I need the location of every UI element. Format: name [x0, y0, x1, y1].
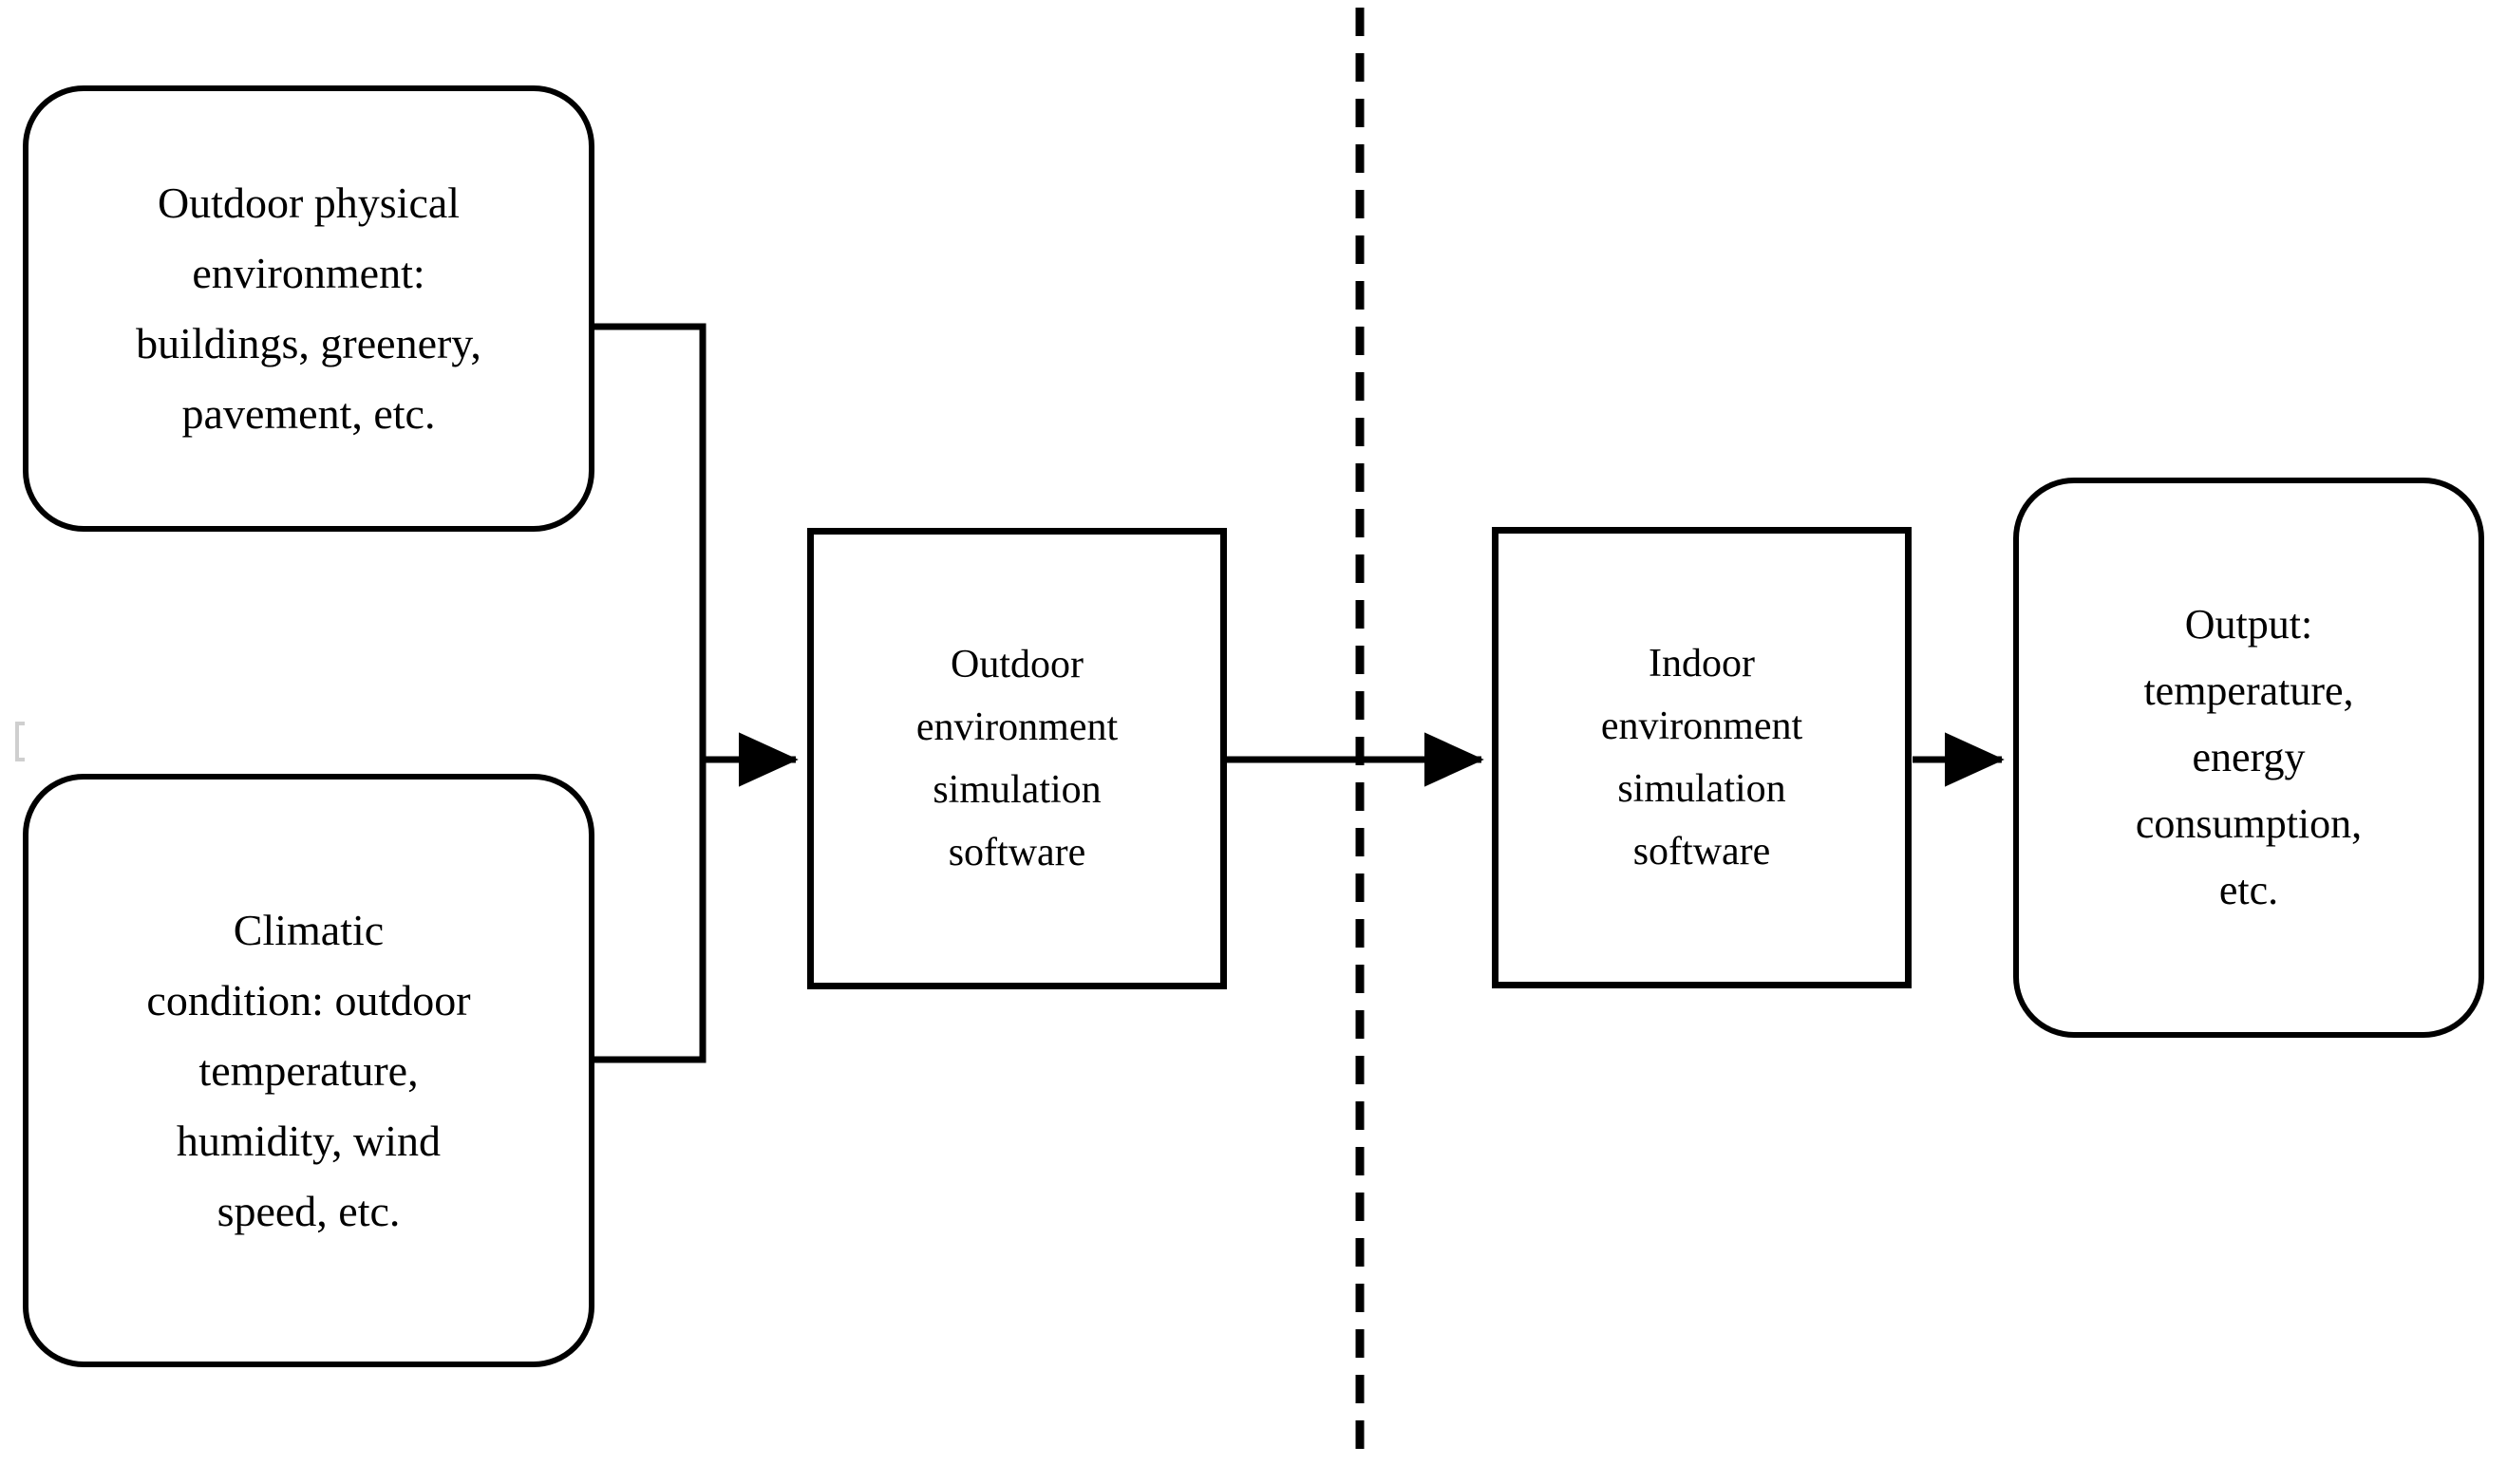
- node-outdoor-environment-simulation-software[interactable]: Outdoor environment simulation software: [807, 528, 1227, 989]
- node-indoor-environment-simulation-software[interactable]: Indoor environment simulation software: [1492, 527, 1912, 988]
- node-text-line: software: [948, 831, 1086, 874]
- node-text-line: Outdoor physical: [157, 178, 461, 227]
- node-text-line: temperature,: [198, 1045, 419, 1095]
- connector-climatic-to-outdoor-sim: [591, 760, 707, 1063]
- node-climatic-condition[interactable]: Climatic condition: outdoor temperature,…: [23, 774, 594, 1367]
- node-text-line: Climatic: [233, 905, 385, 954]
- node-text-line: Output:: [2184, 601, 2313, 648]
- node-text-line: consumption,: [2135, 800, 2363, 847]
- node-text-line: simulation: [933, 768, 1102, 812]
- node-text-line: software: [1632, 830, 1771, 873]
- node-text-line: buildings, greenery,: [136, 319, 481, 367]
- connector-outdoor-physical-to-outdoor-sim: [591, 323, 707, 760]
- node-text-line: simulation: [1617, 767, 1786, 811]
- node-text-line: etc.: [2218, 867, 2279, 913]
- node-text-line: speed, etc.: [217, 1186, 401, 1235]
- bracket-artifact: [15, 722, 25, 761]
- node-text-line: Outdoor: [951, 643, 1084, 686]
- node-text-line: Indoor: [1649, 642, 1755, 686]
- node-text-line: humidity, wind: [176, 1116, 442, 1165]
- node-output[interactable]: Output: temperature, energy consumption,…: [2013, 478, 2484, 1038]
- node-text-line: pavement, etc.: [181, 389, 436, 438]
- node-text-line: environment:: [192, 249, 425, 297]
- node-text-line: temperature,: [2143, 667, 2354, 714]
- node-text-line: energy: [2192, 734, 2306, 780]
- node-text-line: condition: outdoor: [146, 975, 471, 1024]
- node-outdoor-physical-environment[interactable]: Outdoor physical environment: buildings,…: [23, 85, 594, 532]
- node-text-line: environment: [1600, 704, 1803, 748]
- node-text-line: environment: [915, 705, 1119, 749]
